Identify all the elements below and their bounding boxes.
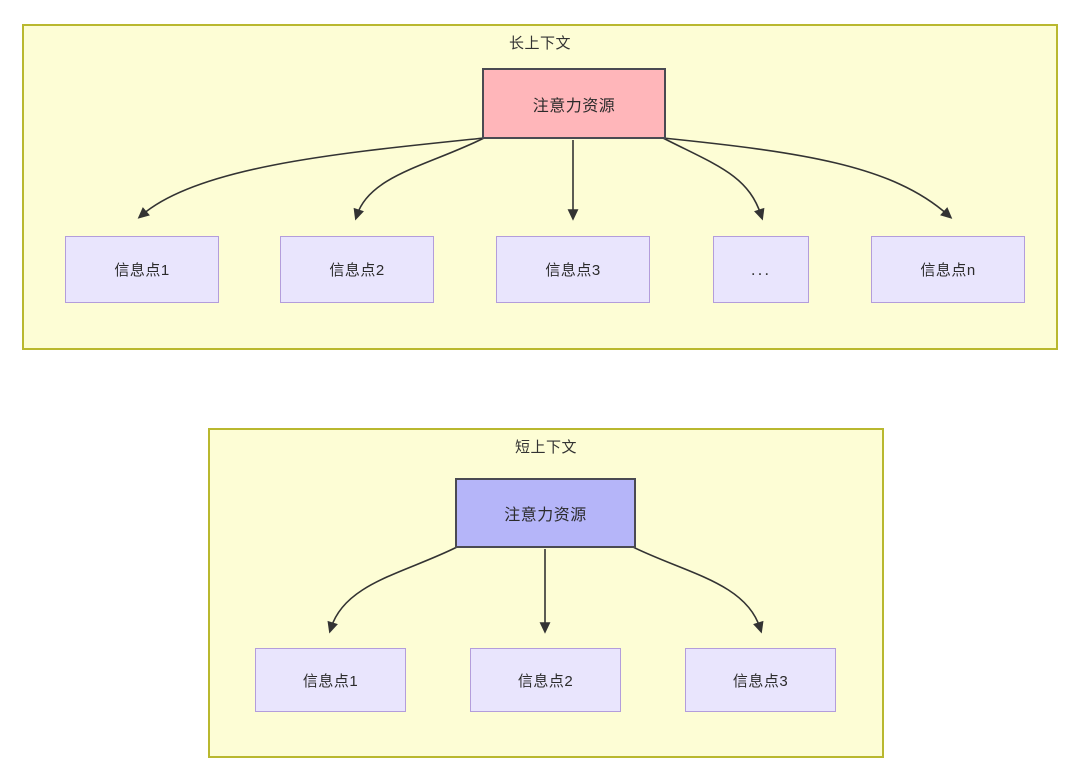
node-label: 信息点3 bbox=[732, 672, 789, 690]
node-label: 信息点n bbox=[920, 262, 976, 279]
node-label: 信息点1 bbox=[302, 672, 359, 690]
node-info-point-ellipsis-long[interactable]: ... bbox=[713, 236, 809, 303]
node-attention-resource-long[interactable]: 注意力资源 bbox=[482, 68, 666, 139]
panel-long-context-title: 长上下文 bbox=[508, 35, 571, 52]
node-label: 信息点2 bbox=[517, 672, 574, 690]
node-info-point-2-short[interactable]: 信息点2 bbox=[470, 648, 621, 712]
node-label: 信息点1 bbox=[114, 262, 170, 279]
node-label: ... bbox=[750, 259, 772, 279]
node-label: 注意力资源 bbox=[504, 507, 587, 524]
node-info-point-3-long[interactable]: 信息点3 bbox=[496, 236, 650, 303]
node-info-point-3-short[interactable]: 信息点3 bbox=[685, 648, 836, 712]
node-info-point-1-short[interactable]: 信息点1 bbox=[255, 648, 406, 712]
node-info-point-n-long[interactable]: 信息点n bbox=[871, 236, 1025, 303]
node-info-point-1-long[interactable]: 信息点1 bbox=[65, 236, 219, 303]
node-label: 注意力资源 bbox=[532, 97, 616, 115]
node-info-point-2-long[interactable]: 信息点2 bbox=[280, 236, 434, 303]
node-label: 信息点2 bbox=[329, 262, 385, 279]
node-attention-resource-short[interactable]: 注意力资源 bbox=[455, 478, 636, 548]
node-label: 信息点3 bbox=[545, 262, 601, 279]
panel-short-context-title: 短上下文 bbox=[514, 439, 577, 456]
